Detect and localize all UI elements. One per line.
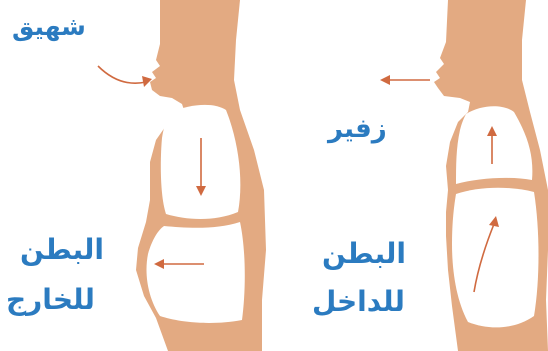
belly-in-label-line1: البطن (322, 240, 406, 268)
exhale-abdomen-cavity (452, 188, 539, 328)
exhale-figure (380, 0, 548, 351)
belly-in-label-line2: للداخل (312, 288, 405, 316)
inhale-label: شهيق (12, 14, 86, 39)
exhale-label: زفير (328, 116, 387, 142)
inhale-abdomen-cavity (147, 222, 245, 323)
belly-out-label-line2: للخارج (6, 286, 95, 314)
inhale-figure (98, 0, 266, 351)
inhale-air-arrow-head (142, 76, 152, 87)
exhale-air-arrow-head (380, 75, 390, 85)
belly-out-label-line1: البطن (20, 236, 104, 264)
inhale-air-arrow-shaft (98, 66, 146, 83)
